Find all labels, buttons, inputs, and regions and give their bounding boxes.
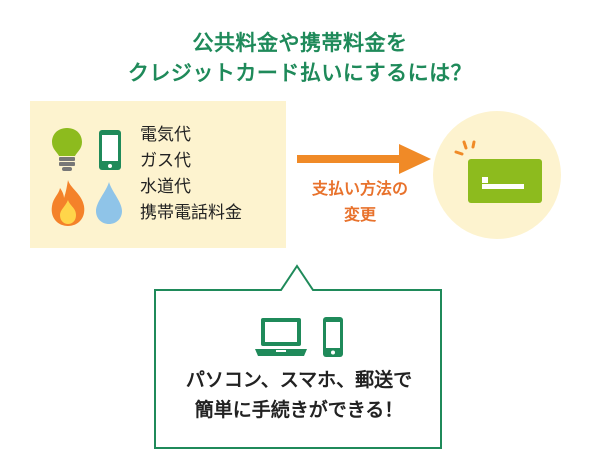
bill-item: ガス代 — [140, 151, 191, 171]
callout-line-1: パソコン、スマホ、郵送で — [185, 369, 413, 391]
bill-item: 電気代 — [140, 125, 191, 145]
title-line-2: クレジットカード払いにするには？ — [127, 61, 473, 85]
laptop-icon — [255, 318, 307, 356]
page-title: 公共料金や携帯料金を クレジットカード払いにするには？ — [0, 28, 600, 88]
water-drop-icon — [96, 182, 122, 224]
smartphone-icon — [323, 317, 343, 357]
title-line-1: 公共料金や携帯料金を — [192, 31, 408, 55]
label-line-1: 支払い方法の — [311, 179, 408, 198]
lightbulb-icon — [52, 128, 82, 171]
bill-list: 電気代 ガス代 水道代 携帯電話料金 — [140, 122, 242, 226]
label-line-2: 変更 — [343, 205, 376, 224]
credit-card-icon — [454, 140, 542, 203]
bill-item: 水道代 — [140, 177, 191, 197]
smartphone-icon — [99, 130, 121, 170]
bill-item: 携帯電話料金 — [140, 203, 242, 223]
callout-line-2: 簡単に手続きができる！ — [194, 399, 404, 421]
callout-text: パソコン、スマホ、郵送で 簡単に手続きができる！ — [155, 365, 443, 425]
arrow-right-icon — [297, 144, 431, 174]
payment-method-change-label: 支払い方法の 変更 — [300, 176, 420, 228]
flame-icon — [51, 180, 85, 226]
